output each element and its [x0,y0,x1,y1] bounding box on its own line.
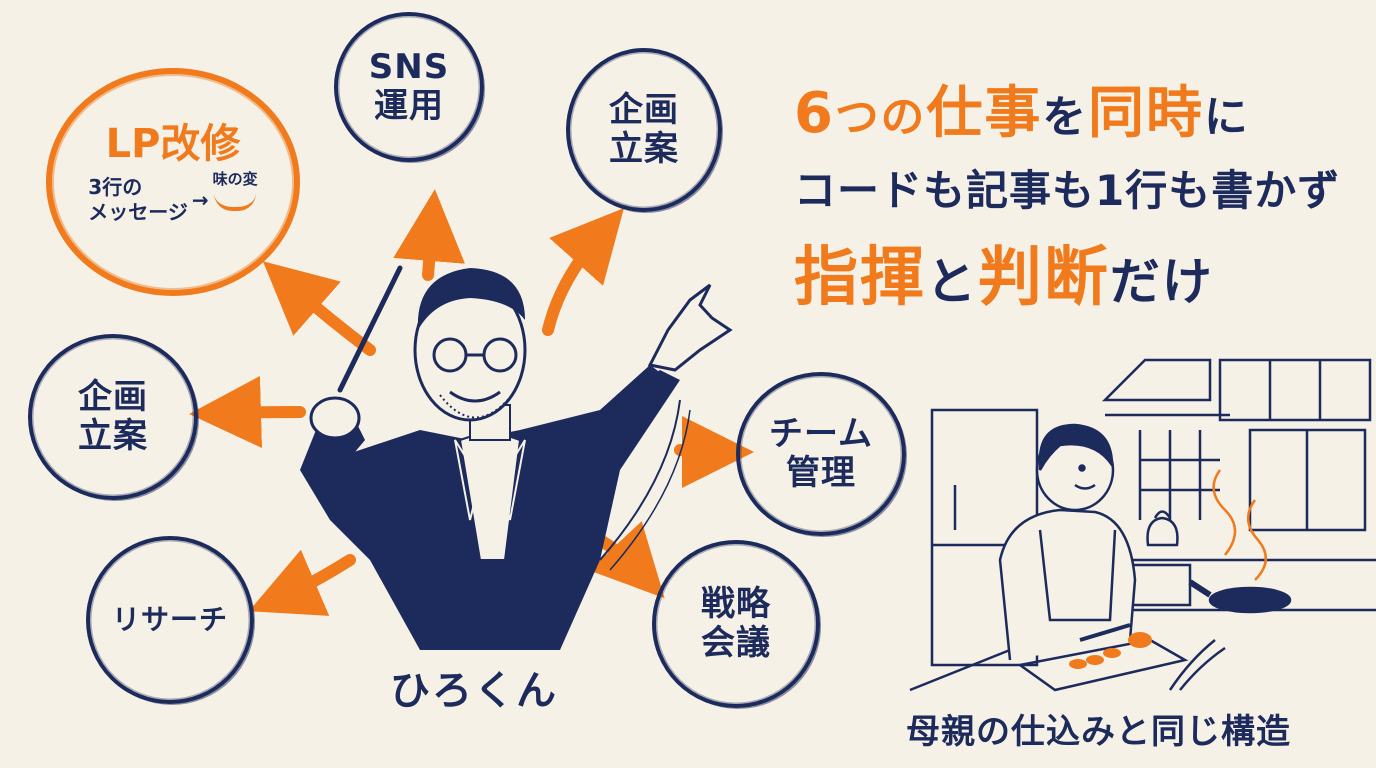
cutting-board [1016,638,1189,692]
carrot-slice-icon [1069,659,1087,669]
headline-line2: コードも記事も1行も書かず [794,166,1341,215]
bubble-research: リサーチ [86,536,254,704]
bubble-planning-left: 企画 立案 [28,334,198,500]
arrow-to-research-icon [248,549,356,616]
kitchen-scene [909,358,1376,692]
frying-pan-icon [1208,586,1292,614]
bubble-sns: SNS 運用 [334,12,484,162]
mother-hair [1038,423,1114,471]
headline: 6つの仕事を同時に コードも記事も1行も書かず 指揮と判断だけ [794,68,1354,318]
bubble-planning-top: 企画 立案 [566,48,722,212]
arrow-to-planning-left-icon [189,375,306,448]
arrow-right-icon: → [191,187,209,212]
arrow-to-lp-icon [262,261,376,356]
research-line1: リサーチ [111,602,228,636]
planning-left-line1: 企画 [78,376,148,417]
headline-line1: 6つの仕事を同時に [794,81,1250,146]
bubble-strategy: 戦略 会議 [652,540,820,708]
bubble-lp-revision: LP改修 3行の メッセージ → 味の変 [46,68,300,296]
kettle-icon [1146,516,1179,547]
strategy-line1: 戦略 [701,583,771,624]
strategy-line2: 会議 [701,623,771,663]
hair [417,268,525,330]
headline-line3: 指揮と判断だけ [794,241,1214,315]
kitchen-caption: 母親の仕込みと同じ構造 [906,712,1291,752]
lp-sub-line1: 3行の [88,175,143,199]
lp-subtext: 3行の メッセージ → 味の変 [88,171,257,225]
bubble-team: チーム 管理 [736,372,906,536]
lp-title: LP改修 [105,121,241,167]
arrow-to-planning-top-icon [542,208,624,336]
conductor-name-label: ひろくん [390,668,558,714]
smile-icon [214,193,257,211]
arrow-to-sns-icon [393,189,466,281]
baton-icon [337,265,403,393]
range-hood [1101,358,1212,402]
team-line2: 管理 [786,453,856,493]
lp-sub-line2: メッセージ [88,200,188,224]
mother-body [998,508,1137,661]
sns-line1: SNS [368,46,450,87]
lp-sub-right: 味の変 [212,170,258,189]
planning-left-line2: 立案 [78,416,148,456]
conductor-figure [300,265,733,650]
team-line1: チーム [769,413,873,454]
right-hand-pointing [647,283,733,372]
planning-top-line1: 企画 [609,89,679,130]
left-hand [309,396,361,440]
planning-top-line2: 立案 [609,129,679,169]
arrow-to-team-icon [674,415,754,488]
sns-line2: 運用 [374,86,444,126]
